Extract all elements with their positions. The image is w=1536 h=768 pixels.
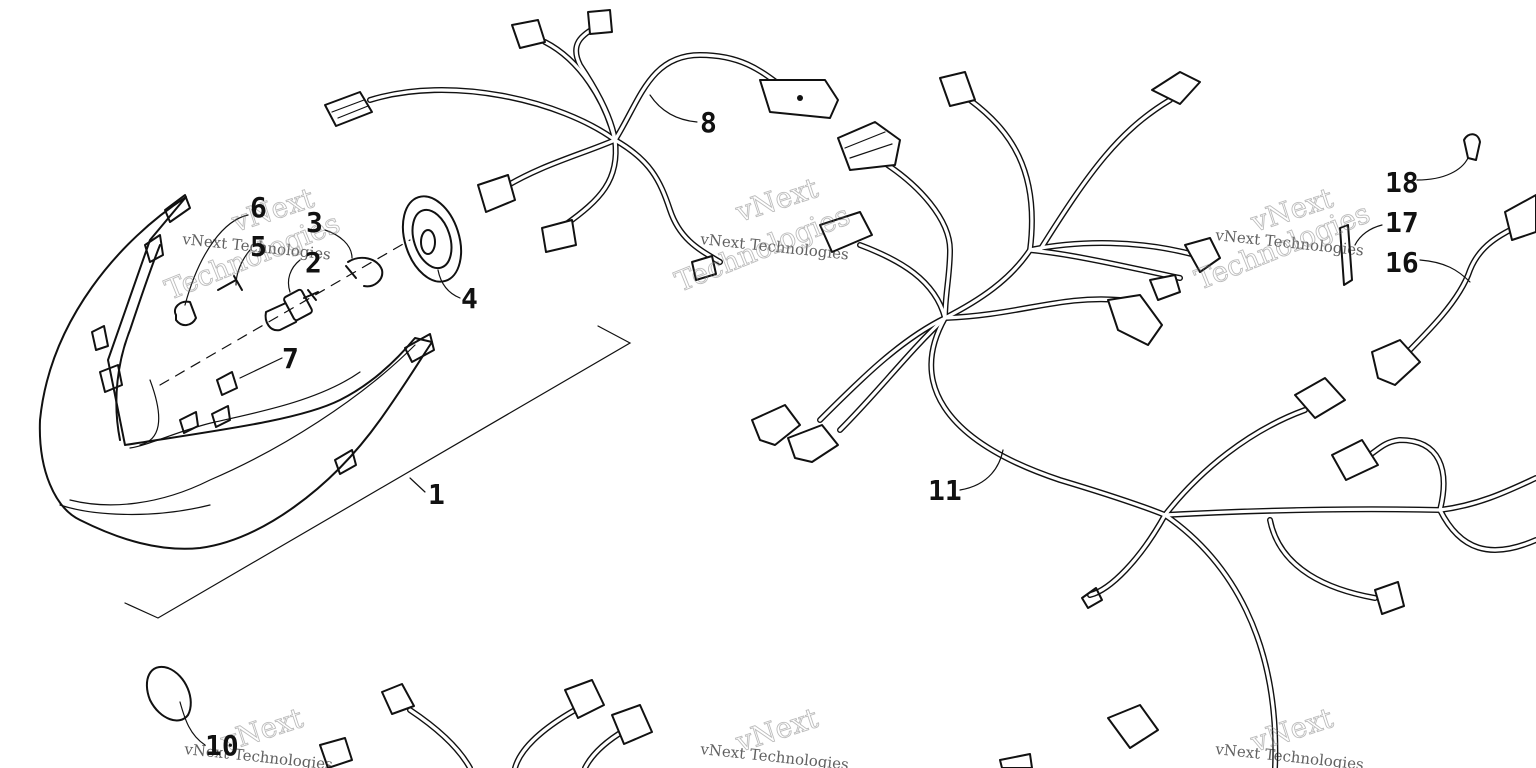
callout-16: 16 — [1385, 246, 1419, 279]
connector — [319, 737, 353, 768]
clip-fastener — [1463, 133, 1481, 161]
connector — [999, 753, 1033, 768]
speed-nut — [216, 371, 238, 396]
callout-6: 6 — [250, 191, 267, 224]
wiring-harness-upper — [324, 9, 839, 281]
lower-parts — [145, 665, 1033, 768]
right-parts — [1339, 133, 1536, 386]
callout-18: 18 — [1385, 166, 1419, 199]
connector-sealed — [1294, 377, 1346, 419]
connector-sealed — [751, 404, 801, 446]
callout-10: 10 — [205, 729, 239, 762]
clamp-ring — [145, 665, 192, 722]
callout-5: 5 — [250, 230, 267, 263]
callout-11: 11 — [928, 474, 962, 507]
connector — [541, 219, 577, 253]
connector — [1374, 581, 1405, 615]
connector-large — [837, 121, 901, 171]
connector-sealed — [1107, 704, 1159, 749]
callout-labels: 1 2 3 4 5 6 7 8 10 11 16 17 18 — [205, 106, 1419, 762]
callout-7: 7 — [282, 342, 299, 375]
callout-1: 1 — [428, 478, 445, 511]
connector — [477, 174, 516, 213]
connector-sealed — [1107, 294, 1163, 346]
callout-4: 4 — [461, 282, 478, 315]
connector-multi-pin — [564, 679, 605, 719]
connector — [1151, 71, 1201, 105]
screw — [217, 275, 243, 291]
headlight-bulb — [264, 288, 319, 332]
hose-clip — [174, 300, 197, 326]
connector-multi-pin — [324, 91, 373, 127]
sensor-connector — [1371, 339, 1421, 386]
connector-sealed — [787, 424, 839, 463]
connector-small — [691, 255, 717, 281]
ring-terminal — [1081, 587, 1103, 609]
connector — [939, 71, 976, 107]
callout-3: 3 — [306, 206, 323, 239]
cable-tie — [1339, 224, 1353, 286]
connector-round — [1184, 237, 1221, 273]
callout-17: 17 — [1385, 206, 1419, 239]
connector-small — [1149, 274, 1181, 301]
connector — [819, 211, 873, 253]
watermarks: vNext vNext Technologies Technologies vN… — [160, 171, 1375, 768]
callout-8: 8 — [700, 106, 717, 139]
connector — [587, 9, 613, 35]
leader-lines — [179, 94, 1471, 746]
connector — [1331, 439, 1379, 481]
connector — [511, 19, 546, 49]
connector — [381, 683, 415, 715]
bulb-retainer-clip — [345, 256, 384, 288]
wiring-harness-main — [751, 71, 1536, 768]
callout-2: 2 — [305, 246, 322, 279]
connector — [1504, 194, 1536, 241]
headlight-assembly — [38, 194, 632, 619]
connector-multi-pin — [611, 704, 653, 745]
headlight-boot — [401, 195, 463, 283]
